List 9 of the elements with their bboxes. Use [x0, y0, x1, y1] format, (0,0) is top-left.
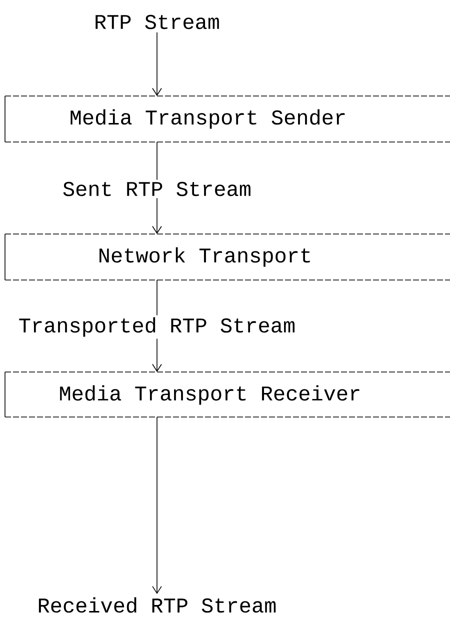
arrow [152, 32, 162, 96]
process-box: Media Transport Receiver [4, 372, 450, 418]
edge-label: Sent RTP Stream [60, 180, 254, 198]
process-box: Network Transport [4, 234, 450, 280]
stream-label: RTP Stream [96, 14, 219, 30]
edge-label: Transported RTP Stream [16, 315, 298, 339]
process-box: Media Transport Sender [4, 96, 450, 142]
stream-label: Received RTP Stream [38, 597, 276, 613]
arrow [152, 416, 162, 594]
